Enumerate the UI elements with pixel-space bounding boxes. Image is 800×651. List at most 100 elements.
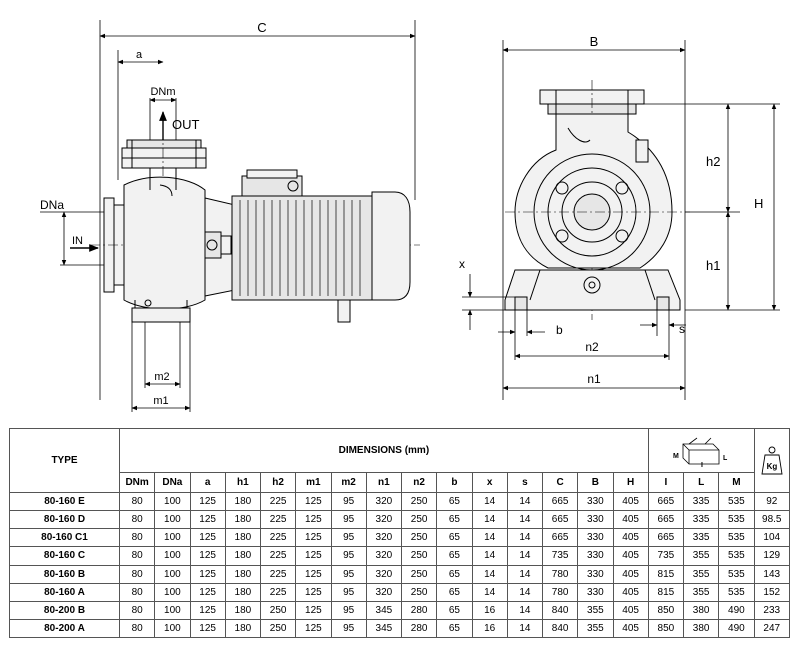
table-cell: 16 <box>471 618 508 639</box>
table-cell: 125 <box>189 564 226 584</box>
motor-fins <box>239 200 361 296</box>
table-cell: 65 <box>436 618 473 639</box>
table-cell: 535 <box>718 546 755 566</box>
label-h-upper: H <box>754 196 763 211</box>
table-cell: 125 <box>295 600 332 620</box>
row-type: 80-200 B <box>9 600 120 620</box>
col-header: n2 <box>400 472 438 493</box>
dimensions-header: DIMENSIONS (mm) <box>119 428 649 473</box>
table-cell: 535 <box>718 491 755 512</box>
table-cell: 180 <box>224 528 262 548</box>
table-cell: 129 <box>753 546 790 566</box>
table-cell: 125 <box>189 546 226 566</box>
table-cell: 535 <box>718 564 755 584</box>
table-cell: 815 <box>647 582 685 602</box>
label-dna: DNa <box>40 198 64 212</box>
label-m2: m2 <box>154 371 169 383</box>
table-cell: 125 <box>295 528 332 548</box>
table-cell: 14 <box>506 510 544 530</box>
box-label-l: L <box>723 455 728 462</box>
box-label-m: M <box>673 453 679 460</box>
table-cell: 665 <box>647 491 685 512</box>
table-cell: 95 <box>330 510 367 530</box>
table-cell: 225 <box>259 528 297 548</box>
col-header: C <box>541 472 579 493</box>
table-cell: 320 <box>365 564 403 584</box>
table-cell: 815 <box>647 564 685 584</box>
table-cell: 735 <box>647 546 685 566</box>
col-header: DNa <box>154 472 191 493</box>
table-cell: 405 <box>612 618 649 639</box>
type-header: TYPE <box>9 428 120 493</box>
table-cell: 180 <box>224 510 262 530</box>
label-a: a <box>136 49 143 61</box>
table-cell: 280 <box>400 600 438 620</box>
table-cell: 665 <box>647 510 685 530</box>
table-cell: 100 <box>154 618 191 639</box>
table-cell: 380 <box>682 618 720 639</box>
row-type: 80-160 C1 <box>9 528 120 548</box>
label-m1: m1 <box>153 395 168 407</box>
table-cell: 535 <box>718 510 755 530</box>
table-cell: 330 <box>577 491 614 512</box>
table-cell: 180 <box>224 564 262 584</box>
table-cell: 180 <box>224 600 262 620</box>
table-cell: 95 <box>330 600 367 620</box>
table-cell: 14 <box>506 618 544 639</box>
table-cell: 225 <box>259 546 297 566</box>
table-cell: 125 <box>295 546 332 566</box>
pump-dimension-drawing: C a DNm OUT DNa IN <box>40 20 780 412</box>
dimensions-table: TYPE DIMENSIONS (mm) M I L Kg <box>9 428 790 639</box>
side-view: C a DNm OUT DNa IN <box>40 20 420 412</box>
table-cell: 125 <box>295 582 332 602</box>
col-header: DNm <box>118 472 156 493</box>
table-cell: 80 <box>118 618 156 639</box>
table-cell: 100 <box>154 600 191 620</box>
col-header: h2 <box>259 472 297 493</box>
table-cell: 14 <box>506 546 544 566</box>
table-cell: 250 <box>400 510 438 530</box>
table-cell: 125 <box>189 618 226 639</box>
table-cell: 250 <box>400 528 438 548</box>
table-cell: 405 <box>612 582 649 602</box>
table-cell: 125 <box>295 510 332 530</box>
label-c: C <box>257 20 266 35</box>
col-header: m2 <box>330 472 367 493</box>
table-cell: 14 <box>506 564 544 584</box>
table-cell: 125 <box>189 582 226 602</box>
table-cell: 180 <box>224 546 262 566</box>
table-cell: 735 <box>541 546 579 566</box>
table-cell: 335 <box>682 510 720 530</box>
table-cell: 355 <box>682 582 720 602</box>
table-cell: 405 <box>612 491 649 512</box>
table-cell: 280 <box>400 618 438 639</box>
table-cell: 125 <box>189 528 226 548</box>
label-n1: n1 <box>587 372 601 386</box>
table-cell: 355 <box>682 546 720 566</box>
table-cell: 143 <box>753 564 790 584</box>
table-cell: 250 <box>400 582 438 602</box>
table-cell: 14 <box>471 546 508 566</box>
col-header: x <box>471 472 508 493</box>
table-cell: 780 <box>541 564 579 584</box>
col-header: H <box>612 472 649 493</box>
table-cell: 65 <box>436 491 473 512</box>
row-type: 80-160 C <box>9 546 120 566</box>
col-header: h1 <box>224 472 262 493</box>
table-cell: 330 <box>577 528 614 548</box>
table-cell: 14 <box>506 491 544 512</box>
table-cell: 840 <box>541 618 579 639</box>
label-dnm: DNm <box>150 86 175 98</box>
weight-header: Kg <box>753 428 790 493</box>
row-type: 80-160 D <box>9 510 120 530</box>
label-b-lower: b <box>556 323 563 337</box>
table-cell: 250 <box>400 491 438 512</box>
table-cell: 665 <box>541 491 579 512</box>
table-cell: 180 <box>224 618 262 639</box>
box-label-i: I <box>701 462 703 468</box>
label-b-upper: B <box>590 34 599 49</box>
